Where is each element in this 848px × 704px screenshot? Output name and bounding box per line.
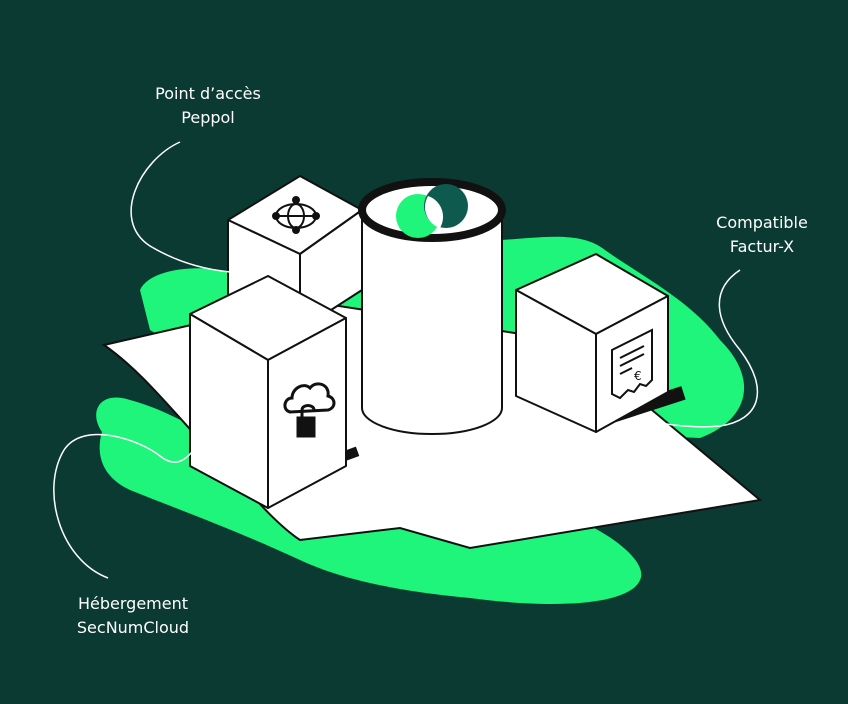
label-secnumcloud: Hébergement SecNumCloud	[62, 592, 204, 640]
label-peppol: Point d’accès Peppol	[140, 82, 276, 130]
label-facturx-line1: Compatible	[716, 213, 808, 232]
connector-secnum	[53, 433, 193, 579]
svg-text:€: €	[634, 369, 642, 383]
label-peppol-line2: Peppol	[181, 108, 235, 127]
label-peppol-line1: Point d’accès	[155, 84, 261, 103]
secnum-box	[189, 275, 347, 509]
cloud-lock-icon	[283, 382, 336, 438]
label-secnumcloud-line2: SecNumCloud	[76, 618, 190, 637]
network-globe-icon	[272, 196, 320, 234]
label-secnumcloud-line1: Hébergement	[77, 594, 188, 613]
connector-peppol	[130, 141, 231, 273]
label-facturx: Compatible Factur-X	[700, 211, 824, 259]
overlapping-circles-logo	[396, 184, 468, 238]
receipt-euro-icon: €	[611, 328, 653, 400]
connector-facturx	[665, 269, 759, 428]
label-facturx-line2: Factur-X	[729, 237, 795, 256]
